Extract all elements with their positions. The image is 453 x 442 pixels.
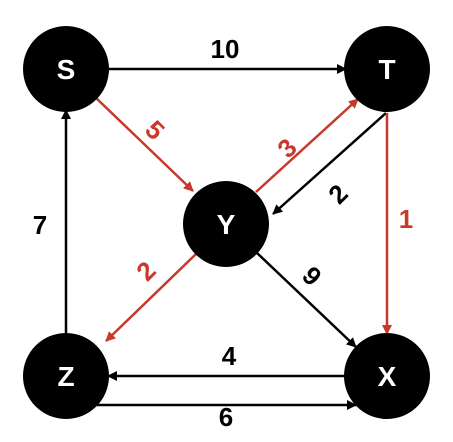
node-Y-circle xyxy=(183,181,269,267)
node-T-circle xyxy=(344,26,430,112)
edge-label-Y-Z: 2 xyxy=(130,255,161,286)
edge-label-T-X: 1 xyxy=(399,204,413,234)
node-Y: Y xyxy=(183,181,269,267)
edge-label-S-Y: 5 xyxy=(139,114,170,145)
edge-Y-Z xyxy=(105,253,197,342)
node-Y-label: Y xyxy=(217,209,236,240)
edge-label-Z-X: 6 xyxy=(219,402,233,432)
node-T: T xyxy=(344,26,430,112)
edge-label-S-T: 10 xyxy=(211,34,240,64)
node-Z: Z xyxy=(23,333,109,419)
edge-S-Y xyxy=(94,96,194,192)
edge-label-Z-S: 7 xyxy=(33,210,47,240)
edge-T-Y xyxy=(272,112,387,215)
node-X-label: X xyxy=(378,361,397,392)
node-S-label: S xyxy=(57,54,76,85)
edge-label-Y-X: 9 xyxy=(296,260,327,291)
edge-Y-T xyxy=(255,98,359,193)
node-S-circle xyxy=(23,26,109,112)
node-T-label: T xyxy=(378,54,395,85)
node-Z-label: Z xyxy=(57,361,74,392)
edge-label-X-Z: 4 xyxy=(222,341,237,371)
node-X: X xyxy=(344,333,430,419)
edge-label-T-Y: 2 xyxy=(322,178,353,209)
node-Z-circle xyxy=(23,333,109,419)
edge-Y-X xyxy=(255,251,357,348)
edge-label-Y-T: 3 xyxy=(271,132,302,163)
node-S: S xyxy=(23,26,109,112)
node-X-circle xyxy=(344,333,430,419)
